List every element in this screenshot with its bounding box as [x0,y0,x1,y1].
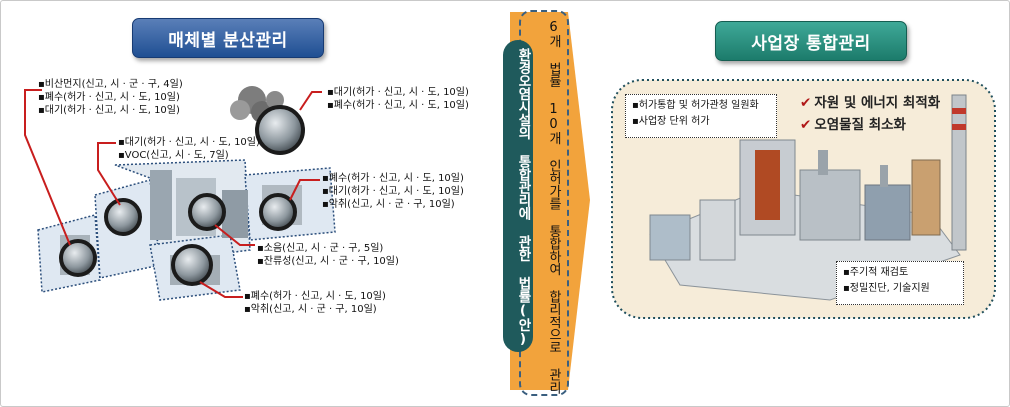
box-item: ▪사업장 단위 허가 [632,116,710,127]
goals-list: ✔자원 및 에너지 최적화 ✔오염물질 최소화 [800,92,940,136]
label-item: ▪잔류성(신고, 시 · 군 · 구, 10일) [257,256,399,267]
label-group-1: ▪비산먼지(신고, 시 · 군 · 구, 4일) ▪폐수(허가 · 신고, 시 … [38,78,183,117]
label-group-4: ▪폐수(허가 · 신고, 시 · 도, 10일) ▪대기(허가 · 신고, 시 … [322,172,464,211]
label-group-3: ▪대기(허가 · 신고, 시 · 도, 10일) ▪폐수(허가 · 신고, 시 … [327,86,469,112]
label-item: ▪폐수(허가 · 신고, 시 · 도, 10일) [322,173,464,184]
label-item: ▪악취(신고, 시 · 군 · 구, 10일) [322,199,455,210]
label-item: ▪대기(허가 · 신고, 시 · 도, 10일) [327,87,469,98]
permit-integration-box: ▪허가통합 및 허가관청 일원화 ▪사업장 단위 허가 [625,94,777,138]
label-item: ▪대기(허가 · 신고, 시 · 도, 10일) [322,186,464,197]
right-title: 사업장 통합관리 [715,21,907,61]
law-label-text: 환경오염시설의 통합관리에 관한 법률(안) [515,48,531,347]
arrow-description-text: 6개 법률 10개 인허가를 통합하여 합리적으로 관리 [546,20,561,394]
label-item: ▪폐수(허가 · 신고, 시 · 도, 10일) [244,291,386,302]
check-icon: ✔ [800,95,812,111]
check-icon: ✔ [800,117,812,133]
goal-item: ✔오염물질 최소화 [800,117,906,133]
review-support-box: ▪주기적 재검토 ▪정밀진단, 기술지원 [836,261,964,305]
label-item: ▪비산먼지(신고, 시 · 군 · 구, 4일) [38,79,183,90]
left-title: 매체별 분산관리 [132,18,324,58]
box-item: ▪주기적 재검토 [843,267,909,278]
factory-scatter-illustration [24,86,336,301]
label-item: ▪대기(허가 · 신고, 시 · 도, 10일) [38,105,180,116]
label-item: ▪악취(신고, 시 · 군 · 구, 10일) [244,304,377,315]
box-item: ▪정밀진단, 기술지원 [843,283,930,294]
box-item: ▪허가통합 및 허가관청 일원화 [632,100,759,111]
label-group-2: ▪대기(허가 · 신고, 시 · 도, 10일) ▪VOC(신고, 시 · 도,… [118,136,260,162]
label-item: ▪소음(신고, 시 · 군 · 구, 5일) [257,243,384,254]
label-item: ▪폐수(허가 · 신고, 시 · 도, 10일) [38,92,180,103]
label-group-5: ▪소음(신고, 시 · 군 · 구, 5일) ▪잔류성(신고, 시 · 군 · … [257,242,399,268]
label-group-6: ▪폐수(허가 · 신고, 시 · 도, 10일) ▪악취(신고, 시 · 군 ·… [244,290,386,316]
label-item: ▪폐수(허가 · 신고, 시 · 도, 10일) [327,100,469,111]
law-label-pill [503,40,533,352]
goal-item: ✔자원 및 에너지 최적화 [800,95,941,111]
label-item: ▪VOC(신고, 시 · 도, 7일) [118,150,229,161]
label-item: ▪대기(허가 · 신고, 시 · 도, 10일) [118,137,260,148]
